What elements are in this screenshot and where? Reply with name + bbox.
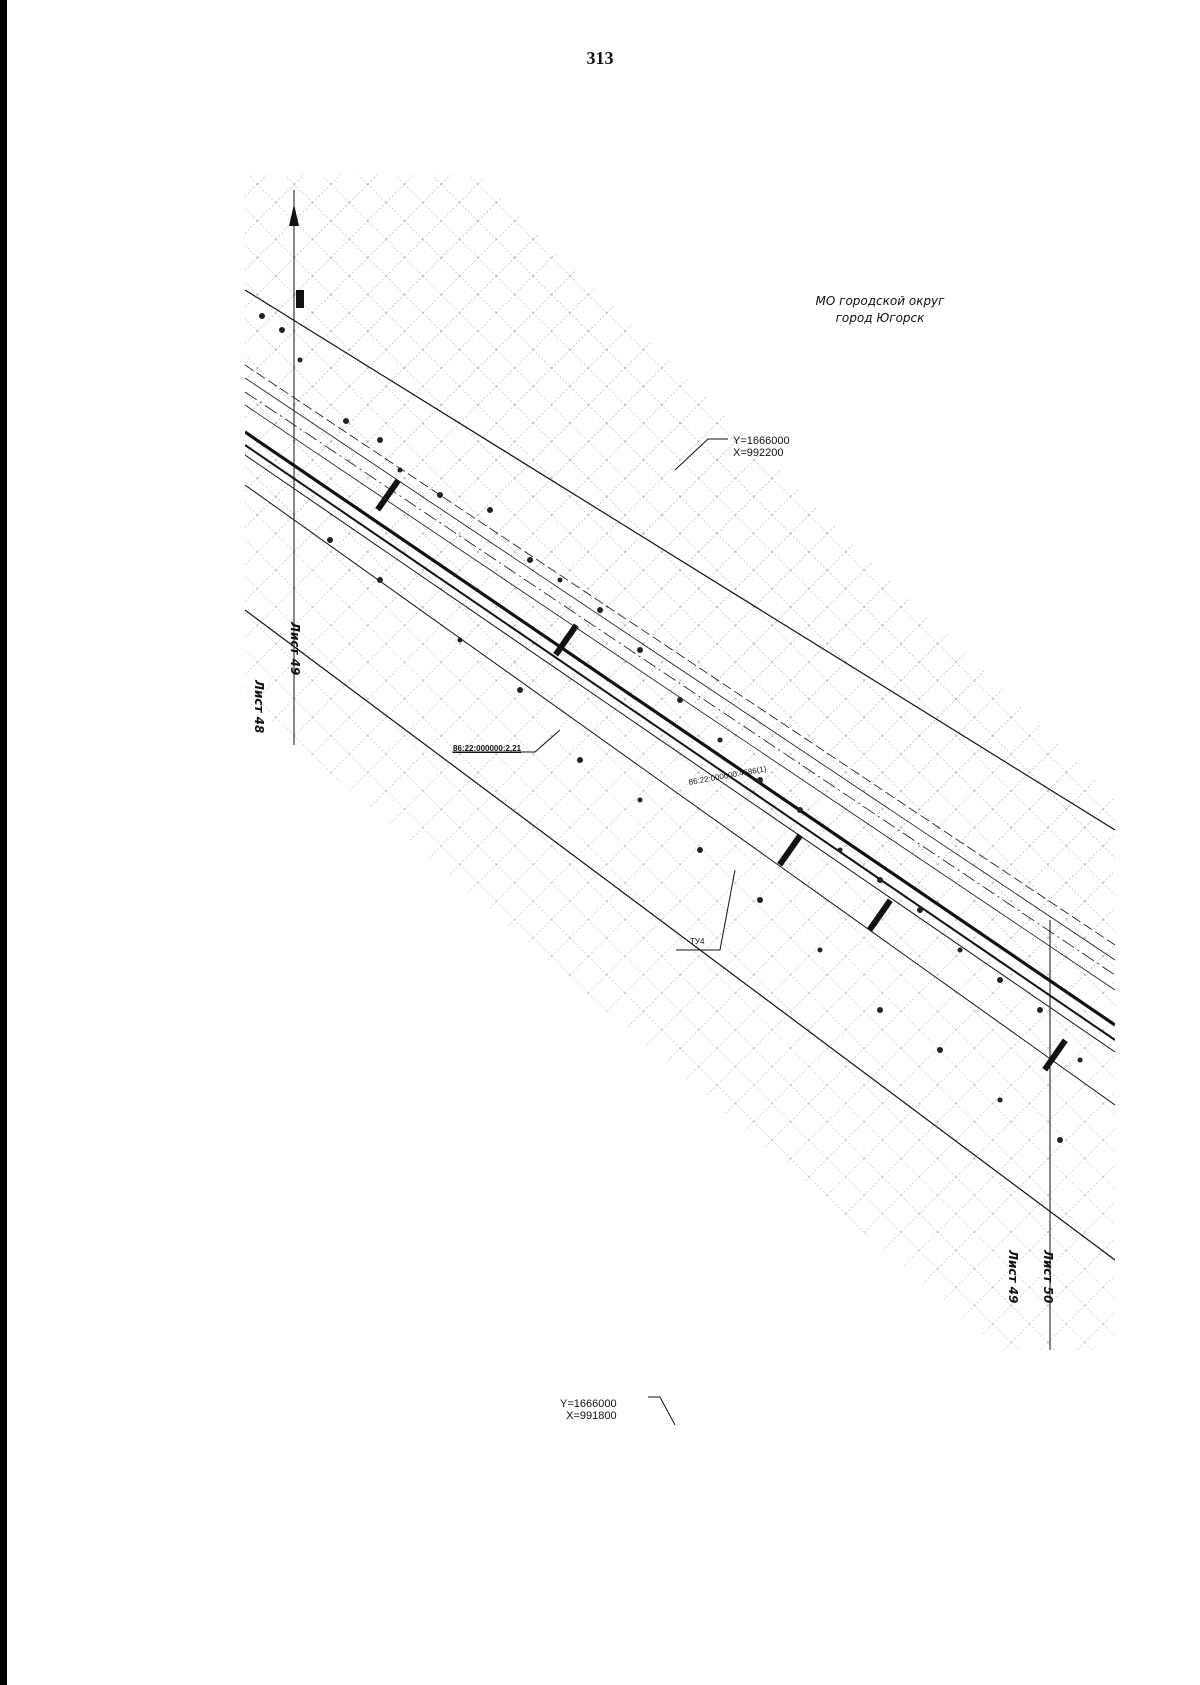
coordinate-bottom-x: X=991800 bbox=[566, 1410, 617, 1422]
corridor-lines bbox=[245, 289, 1115, 1261]
municipality-line1: МО городской округ bbox=[815, 294, 945, 308]
coordinate-top-x: X=992200 bbox=[733, 447, 784, 459]
sheet-label-50: Лист 50 bbox=[1041, 1250, 1055, 1304]
survey-points bbox=[259, 313, 1083, 1143]
coordinate-bottom-y: Y=1666000 bbox=[560, 1398, 617, 1410]
leader-lines bbox=[452, 729, 736, 951]
sheet-label-49-left: Лист 49 bbox=[288, 622, 302, 676]
scan-frame-edge bbox=[0, 0, 7, 1685]
municipality-line2: город Югорск bbox=[835, 311, 925, 325]
cross-section-markers bbox=[375, 478, 1068, 1072]
sheet-boundary-lines bbox=[293, 190, 1051, 1350]
coordinate-top-y: Y=1666000 bbox=[733, 435, 790, 447]
municipality-label: МО городской округ город Югорск bbox=[780, 293, 980, 327]
coordinate-leaders bbox=[648, 438, 728, 1426]
sheet-label-49-right: Лист 49 bbox=[1006, 1250, 1020, 1304]
point-label: ТУ4 bbox=[690, 937, 705, 946]
north-arrow-icon bbox=[289, 204, 304, 308]
hatched-zone-upper bbox=[245, 175, 1115, 1010]
sheet-label-48: Лист 48 bbox=[252, 680, 266, 734]
coordinate-label-bottom: Y=1666000 X=991800 bbox=[560, 1398, 617, 1422]
page-number: 313 bbox=[586, 48, 614, 68]
parcel-label-a: 86:22:000000:2,21 bbox=[453, 744, 522, 753]
coordinate-label-top: Y=1666000 X=992200 bbox=[733, 435, 790, 459]
